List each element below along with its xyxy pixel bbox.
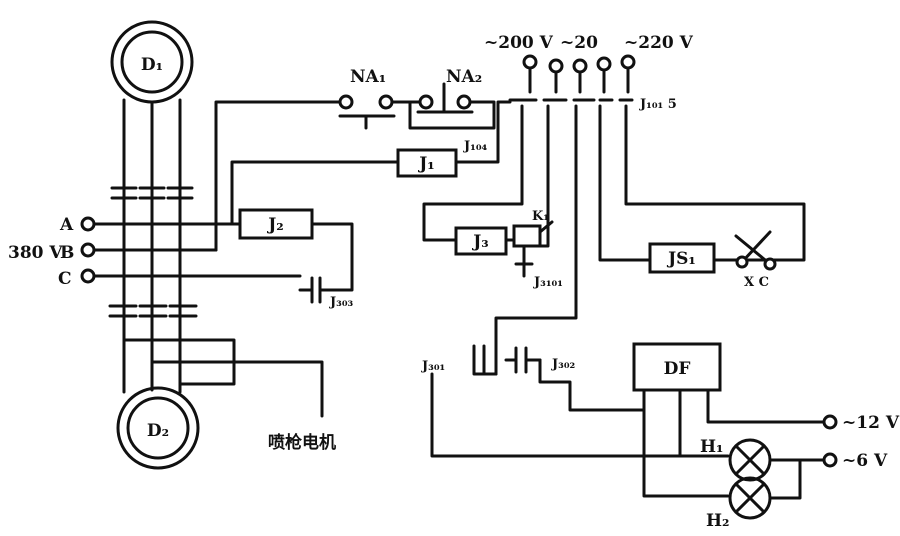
relay-j2-label: J₂: [266, 215, 284, 235]
lamp-h1: H₁: [700, 437, 772, 482]
relay-js1-circuit: JS₁ X C: [598, 104, 806, 290]
control-wiring-left: [214, 100, 392, 292]
v220-label: ~220 V: [624, 33, 694, 53]
v6-label: ~6 V: [842, 451, 888, 471]
main-contacts-upper: [110, 186, 194, 200]
v20-label: ~20: [560, 33, 598, 53]
k1-label: K₁: [532, 209, 549, 224]
phase-c-label: C: [58, 269, 72, 289]
xc-label: X C: [744, 275, 769, 290]
phase-inputs: A 380 V B C: [8, 215, 302, 289]
h2-label: H₂: [706, 511, 730, 531]
contact-j303: J₃₀₃: [298, 276, 354, 310]
motor-d2: D₂: [116, 386, 200, 470]
motor-d1-label: D₁: [141, 55, 163, 75]
contact-j3101-label: J₃₁₀₁: [533, 275, 563, 290]
button-na2: NA₂: [408, 67, 496, 130]
df-label: DF: [664, 359, 691, 379]
lamp-h2: H₂: [706, 476, 772, 531]
phase-b-label: B: [60, 243, 74, 263]
contact-j302-label: J₃₀₂: [551, 357, 575, 372]
supply-380-label: 380 V: [8, 243, 63, 263]
relay-j1: J₁ J₁₀₄: [388, 100, 512, 178]
button-na1: NA₁: [338, 67, 422, 130]
contact-j301-label: J₃₀₁: [421, 359, 445, 374]
v200-label: ~200 V: [484, 33, 554, 53]
motor-d2-label: D₂: [147, 421, 169, 441]
solenoid-df: DF ~12 V: [632, 342, 900, 498]
na2-label: NA₂: [446, 67, 482, 87]
lamp-wiring: ~6 V: [768, 451, 888, 500]
motor-d2-wiring: 喷枪电机: [122, 338, 336, 453]
contact-j104-label: J₁₀₄: [463, 139, 488, 154]
relay-j3-label: J₃: [471, 232, 489, 252]
spray-motor-label: 喷枪电机: [268, 432, 336, 453]
terminal-a: [80, 216, 96, 232]
v12-label: ~12 V: [842, 413, 900, 433]
contacts-j301-j302: J₃₀₁ J₃₀₂: [421, 104, 730, 458]
voltage-supply: ~200 V ~20 ~220 V J₁₀₁ 5: [484, 33, 694, 112]
relay-js1-label: JS₁: [666, 249, 696, 269]
main-contacts-lower: [108, 304, 198, 318]
terminal-c: [80, 268, 96, 284]
motor-d1: D₁: [110, 20, 194, 104]
contact-j101-5-label: J₁₀₁ 5: [639, 97, 677, 112]
phase-a-label: A: [59, 215, 74, 235]
terminal-b: [80, 242, 96, 258]
motor-leads: [122, 98, 182, 394]
relay-j3-circuit: J₃ K₁ J₃₁₀₁: [422, 104, 563, 290]
relay-j2: J₂: [238, 208, 314, 240]
na1-label: NA₁: [350, 67, 386, 87]
contact-j303-label: J₃₀₃: [329, 295, 354, 310]
h1-label: H₁: [700, 437, 724, 457]
relay-j1-label: J₁: [417, 154, 435, 174]
